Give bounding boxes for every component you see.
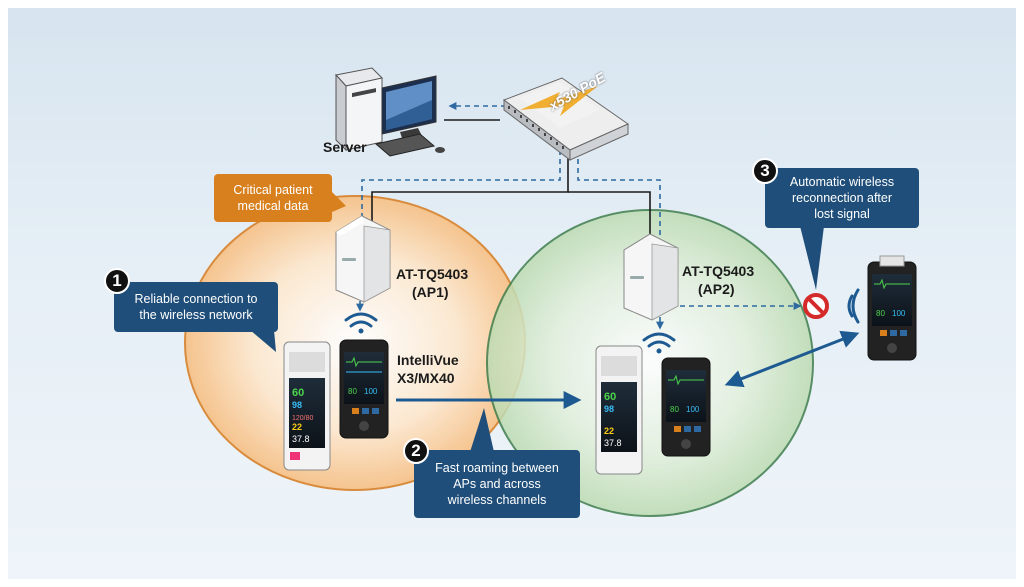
ap1-access-point-icon xyxy=(335,215,391,303)
monitor-name-label: IntelliVue xyxy=(397,352,459,368)
step-2-badge: 2 xyxy=(403,438,429,464)
ap2-model-label: AT-TQ5403 xyxy=(682,263,755,279)
center-hr-value: 60 xyxy=(604,391,616,403)
server-icon xyxy=(335,67,445,157)
left-temp-value: 37.8 xyxy=(292,434,310,444)
left-resp-value: 22 xyxy=(292,422,302,432)
left-small-hr: 80 xyxy=(348,387,357,396)
center-spo2-value: 98 xyxy=(604,404,614,414)
reconnect-callout-tail xyxy=(800,226,824,290)
ap2-id-label: (AP2) xyxy=(698,281,735,297)
ap1-model-label: AT-TQ5403 xyxy=(396,266,469,282)
left-patient-monitor-tall: 60 98 120/80 22 37.8 xyxy=(283,341,331,471)
left-patient-monitor-small: 80 100 xyxy=(339,339,389,439)
right-small-spo2: 100 xyxy=(892,309,906,318)
critical-data-callout: Critical patient medical data xyxy=(214,174,332,222)
left-small-spo2: 100 xyxy=(364,387,378,396)
fast-roaming-callout: Fast roaming between APs and across wire… xyxy=(414,450,580,518)
monitor-model-label: X3/MX40 xyxy=(397,370,455,386)
no-signal-icon xyxy=(803,293,829,319)
roaming-callout-tail xyxy=(470,408,494,452)
server-label: Server xyxy=(323,139,367,155)
ap1-wifi-icon xyxy=(344,312,378,334)
ap2-wifi-icon xyxy=(642,332,676,354)
ap2-access-point-icon xyxy=(623,233,679,321)
step-1-badge: 1 xyxy=(104,268,130,294)
ap1-id-label: (AP1) xyxy=(412,284,449,300)
left-hr-value: 60 xyxy=(292,387,304,399)
center-temp-value: 37.8 xyxy=(604,438,622,448)
step-3-badge: 3 xyxy=(752,158,778,184)
reliable-callout-tail xyxy=(250,330,276,352)
left-bp-value: 120/80 xyxy=(292,415,314,422)
reconnection-callout: Automatic wireless reconnection after lo… xyxy=(765,168,919,228)
reliable-connection-callout: Reliable connection to the wireless netw… xyxy=(114,282,278,332)
center-patient-monitor-small: 80 100 xyxy=(661,357,711,457)
center-small-spo2: 100 xyxy=(686,405,700,414)
right-patient-monitor: 80 100 xyxy=(867,255,917,361)
signal-waves-icon xyxy=(847,288,860,324)
right-small-hr: 80 xyxy=(876,309,885,318)
center-small-hr: 80 xyxy=(670,405,679,414)
reconnect-arrow xyxy=(724,330,860,388)
switch-icon xyxy=(502,77,630,162)
center-patient-monitor-tall: 60 98 22 37.8 xyxy=(595,345,643,475)
critical-callout-tail xyxy=(332,192,346,212)
left-spo2-value: 98 xyxy=(292,400,302,410)
ethernet-cables xyxy=(371,119,651,240)
center-resp-value: 22 xyxy=(604,426,614,436)
